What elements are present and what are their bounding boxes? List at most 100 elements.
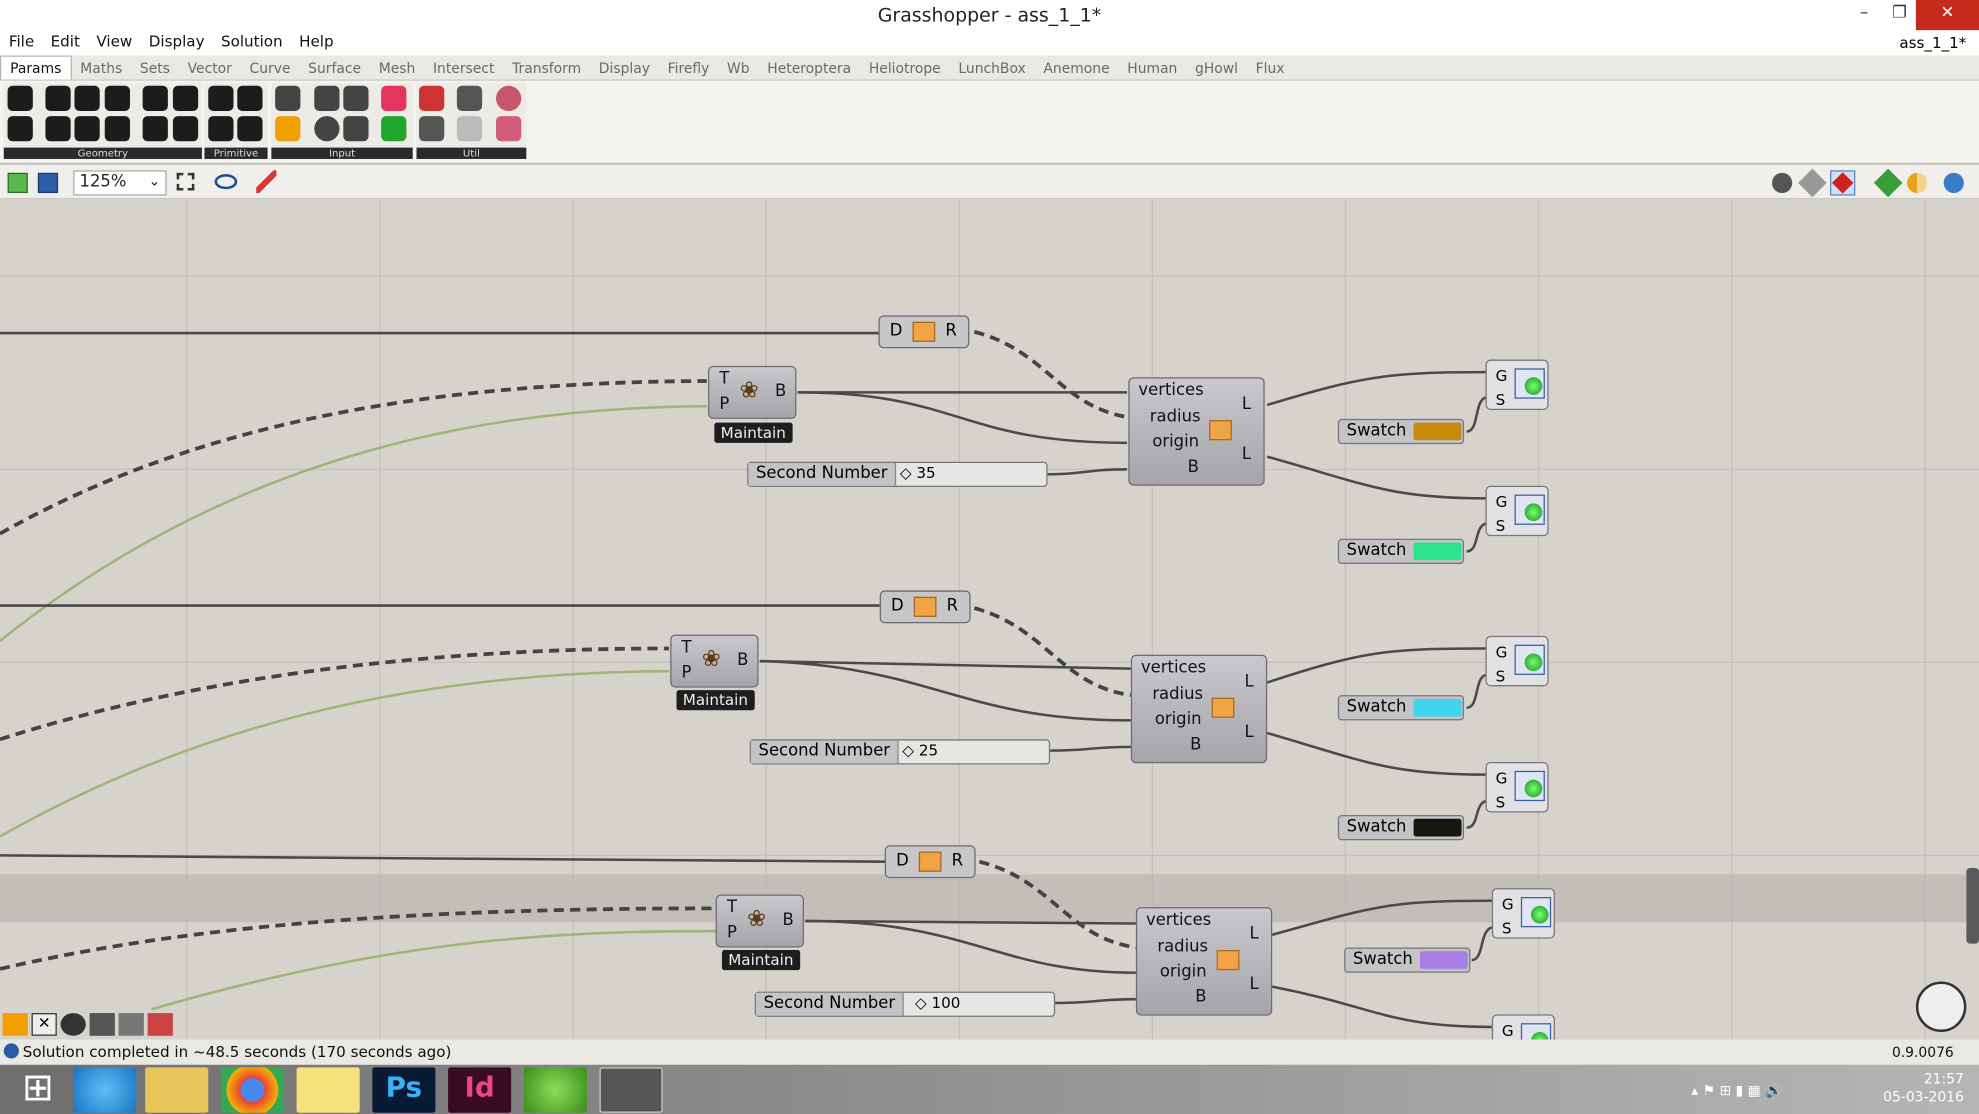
line-param-icon[interactable]	[8, 116, 33, 141]
material-icon[interactable]	[1907, 173, 1927, 193]
wireframe-icon[interactable]	[1798, 169, 1827, 198]
vector-param-icon[interactable]	[105, 116, 130, 141]
brep-param-icon[interactable]	[173, 116, 198, 141]
import-icon[interactable]	[275, 86, 300, 111]
toggle-icon[interactable]	[3, 1013, 28, 1036]
cherry-icon[interactable]	[419, 86, 444, 111]
gradient-icon[interactable]	[381, 86, 406, 111]
polygon-component[interactable]: verticesradiusoriginBLL	[1136, 907, 1272, 1015]
circle-param-icon[interactable]	[45, 86, 70, 111]
boolean-param-icon[interactable]	[208, 86, 233, 111]
node-canvas[interactable]: DR TP❀B Maintain verticesradiusoriginBLL…	[0, 199, 1979, 1039]
colour-swatch[interactable]: Swatch	[1338, 419, 1464, 444]
button-icon[interactable]	[314, 116, 339, 141]
box-param-icon[interactable]	[143, 116, 168, 141]
tree-component[interactable]: TP❀B	[716, 894, 804, 947]
calculator-icon[interactable]	[148, 1013, 173, 1036]
surface-param-icon[interactable]	[143, 86, 168, 111]
polygon-component[interactable]: verticesradiusoriginBLL	[1131, 655, 1267, 763]
custom-preview[interactable]: G	[1492, 1014, 1555, 1039]
canvas-scroll-handle[interactable]	[1966, 868, 1979, 944]
tab-intersect[interactable]: Intersect	[424, 57, 503, 77]
preview-off-icon[interactable]	[1772, 173, 1792, 193]
shaded-preview-button[interactable]	[1830, 170, 1855, 195]
text-param-icon[interactable]	[237, 116, 262, 141]
tab-curve[interactable]: Curve	[241, 57, 300, 77]
custom-preview[interactable]: GS	[1486, 762, 1549, 812]
swatch-icon[interactable]	[381, 116, 406, 141]
preview-eye-icon[interactable]	[215, 174, 238, 189]
internet-explorer-icon[interactable]	[73, 1067, 136, 1112]
panel-icon[interactable]	[314, 86, 339, 111]
system-clock[interactable]: 21:5705-03-2016	[1883, 1071, 1964, 1106]
colour-swatch[interactable]: Swatch	[1344, 947, 1470, 972]
tab-firefly[interactable]: Firefly	[659, 57, 718, 77]
tree-component[interactable]: TP❀B	[670, 635, 758, 688]
curve-param-icon[interactable]	[61, 1013, 86, 1036]
tab-lunchbox[interactable]: LunchBox	[950, 57, 1035, 77]
tree-icon[interactable]	[419, 116, 444, 141]
relay-arrow-icon[interactable]	[457, 86, 482, 111]
file-explorer-icon[interactable]	[145, 1067, 208, 1112]
custom-preview[interactable]: GS	[1486, 486, 1549, 536]
menu-help[interactable]: Help	[290, 30, 341, 50]
zoom-extents-icon[interactable]	[177, 173, 195, 191]
data-recorder[interactable]: DR	[880, 590, 971, 623]
maximize-button[interactable]: ❐	[1878, 0, 1921, 30]
cluster-icon[interactable]	[496, 86, 521, 111]
number-param-icon[interactable]	[208, 116, 233, 141]
windows-start-icon[interactable]: ⊞	[6, 1067, 69, 1112]
tab-heteroptera[interactable]: Heteroptera	[758, 57, 860, 77]
rhino-icon[interactable]	[600, 1067, 663, 1112]
tab-mesh[interactable]: Mesh	[370, 57, 424, 77]
flask-icon[interactable]	[496, 116, 521, 141]
tab-anemone[interactable]: Anemone	[1035, 57, 1119, 77]
hollow-arrow-icon[interactable]	[457, 116, 482, 141]
field-param-icon[interactable]	[173, 86, 198, 111]
mesh-param-icon[interactable]	[105, 86, 130, 111]
colour-swatch[interactable]: Swatch	[1338, 695, 1464, 720]
sticky-notes-icon[interactable]	[297, 1067, 360, 1112]
curve-param-icon[interactable]	[74, 86, 99, 111]
integer-param-icon[interactable]	[237, 86, 262, 111]
menu-view[interactable]: View	[88, 30, 140, 50]
value-list-icon[interactable]	[343, 116, 368, 141]
selected-only-icon[interactable]	[1874, 169, 1903, 198]
data-recorder[interactable]: DR	[878, 315, 969, 348]
tab-wb[interactable]: Wb	[718, 57, 758, 77]
data-recorder[interactable]: DR	[885, 845, 976, 878]
close-button[interactable]: ✕	[1916, 0, 1979, 30]
tab-vector[interactable]: Vector	[179, 57, 241, 77]
tab-params[interactable]: Params	[0, 56, 71, 80]
plane-param-icon[interactable]	[45, 116, 70, 141]
utorrent-icon[interactable]	[524, 1067, 587, 1112]
graph-mapper-icon[interactable]	[119, 1013, 144, 1036]
zoom-select[interactable]: 125%⌄	[73, 170, 166, 195]
menu-file[interactable]: File	[0, 30, 42, 50]
number-slider[interactable]: Second Number◇ 35	[747, 462, 1047, 487]
polygon-component[interactable]: verticesradiusoriginBLL	[1128, 377, 1264, 485]
geometry-param-icon[interactable]	[8, 86, 33, 111]
menu-edit[interactable]: Edit	[42, 30, 88, 50]
point-param-icon[interactable]	[74, 116, 99, 141]
menu-solution[interactable]: Solution	[212, 30, 290, 50]
tab-sets[interactable]: Sets	[131, 57, 179, 77]
display-settings-icon[interactable]	[1944, 173, 1964, 193]
close-icon[interactable]: ✕	[32, 1013, 57, 1036]
toggle-icon[interactable]	[275, 116, 300, 141]
tab-heliotrope[interactable]: Heliotrope	[860, 57, 950, 77]
tab-human[interactable]: Human	[1118, 57, 1186, 77]
tab-maths[interactable]: Maths	[71, 57, 131, 77]
chrome-icon[interactable]	[221, 1067, 284, 1112]
number-slider[interactable]: Second Number◇ 100	[755, 992, 1055, 1017]
slider-icon[interactable]	[343, 86, 368, 111]
tree-component[interactable]: TP❀B	[708, 366, 796, 419]
custom-preview[interactable]: GS	[1486, 360, 1549, 410]
save-icon[interactable]	[38, 173, 58, 193]
menu-display[interactable]: Display	[140, 30, 212, 50]
open-icon[interactable]	[8, 173, 28, 193]
sketch-pen-icon[interactable]	[256, 170, 276, 193]
indesign-icon[interactable]: Id	[448, 1067, 511, 1112]
number-slider[interactable]: Second Number◇ 25	[750, 739, 1050, 764]
colour-swatch[interactable]: Swatch	[1338, 539, 1464, 564]
